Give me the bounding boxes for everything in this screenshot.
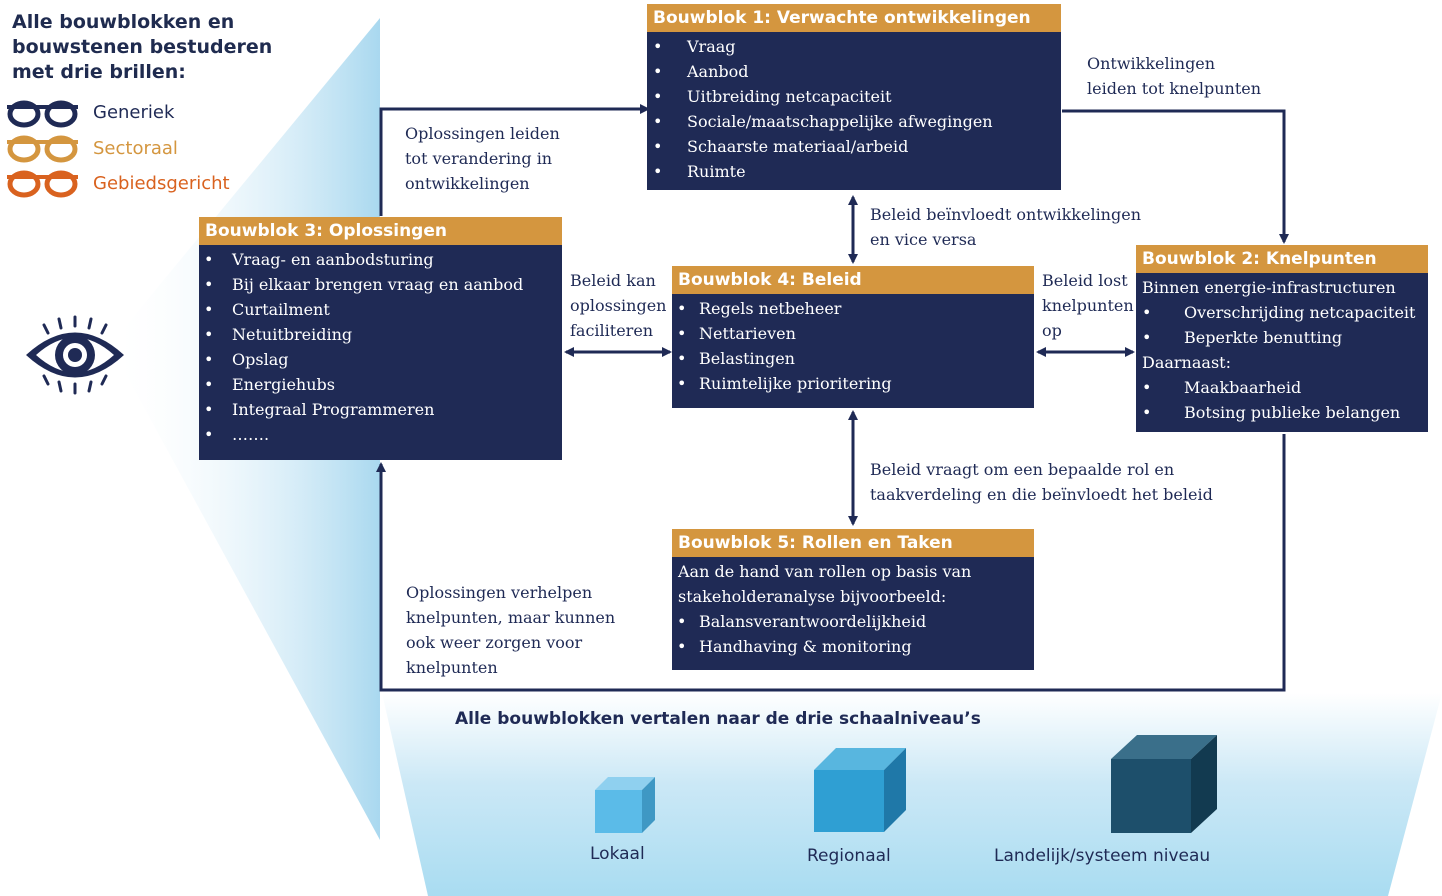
arrow-b1-to-b2 [1062,109,1289,244]
block-1-title: Bouwblok 1: Verwachte ontwikkelingen [647,4,1061,32]
legend-title: Alle bouwblokken en bouwstenen bestudere… [12,11,273,83]
edge-label-b4-b3: Beleid kan oplossingen faciliteren [570,271,667,340]
glasses-area-icon [7,170,78,198]
list-item: •Uitbreiding netcapaciteit [653,87,892,106]
eye-icon [26,315,124,395]
list-item: •Netuitbreiding [204,325,353,344]
list-item: •Opslag [204,350,289,369]
legend-label-generiek: Generiek [93,102,175,123]
cube-local-icon [595,777,655,833]
block-5-intro-line-1: Aan de hand van rollen op basis van [678,562,972,581]
scale-label-lokaal: Lokaal [590,844,645,864]
glasses-generic-icon [7,100,78,128]
list-item: •Belastingen [677,349,795,368]
block-5-list: •Balansverantwoordelijkheid •Handhaving … [672,609,1034,659]
list-item: •Vraag- en aanbodsturing [204,250,434,269]
scale-title: Alle bouwblokken vertalen naar de drie s… [455,709,981,729]
block-4-title: Bouwblok 4: Beleid [672,266,1034,294]
list-item: •Ruimte [653,162,746,181]
scale-label-regionaal: Regionaal [807,846,891,866]
list-item: •Regels netbeheer [677,299,842,318]
list-item: •Maakbaarheid [1142,378,1302,397]
edge-label-b4-b2: Beleid lost knelpunten op [1042,271,1134,340]
block-3: Bouwblok 3: Oplossingen •Vraag- en aanbo… [199,217,562,460]
edge-label-b4-b5: Beleid vraagt om een bepaalde rol en taa… [870,460,1213,504]
block-3-title: Bouwblok 3: Oplossingen [199,217,562,245]
edge-label-b1-b4: Beleid beïnvloedt ontwikkelingen en vice… [870,205,1141,249]
block-3-list: •Vraag- en aanbodsturing •Bij elkaar bre… [199,245,562,447]
list-item: •Curtailment [204,300,330,319]
block-2-list: •Overschrijding netcapaciteit •Beperkte … [1136,300,1428,350]
cube-regional-icon [814,748,906,832]
block-4: Bouwblok 4: Beleid •Regels netbeheer •Ne… [672,266,1034,408]
edge-label-b1-to-b2: Ontwikkelingen leiden tot knelpunten [1087,54,1262,98]
list-item: •Beperkte benutting [1142,328,1343,347]
block-2: Bouwblok 2: Knelpunten Binnen energie-in… [1136,245,1428,432]
edge-label-b2-to-b3: Oplossingen verhelpen knelpunten, maar k… [406,583,616,677]
list-item: •Ruimtelijke prioritering [677,374,892,393]
block-1-list: •Vraag •Aanbod •Uitbreiding netcapacitei… [647,32,1061,184]
scale-label-landelijk: Landelijk/systeem niveau [994,846,1211,866]
block-5: Bouwblok 5: Rollen en Taken Aan de hand … [672,529,1034,670]
list-item: •Vraag [653,37,736,56]
list-item: •Aanbod [653,62,749,81]
legend-label-gebiedsgericht: Gebiedsgericht [93,173,230,194]
list-item: •Energiehubs [204,375,335,394]
glasses-sectoral-icon [7,135,78,163]
cube-national-icon [1111,735,1217,833]
list-item: •Nettarieven [677,324,796,343]
block-2-title: Bouwblok 2: Knelpunten [1136,245,1428,273]
list-item: •Integraal Programmeren [204,400,435,419]
block-2-list-2: •Maakbaarheid •Botsing publieke belangen [1136,375,1428,425]
edge-label-b3-to-b1: Oplossingen leiden tot verandering in on… [405,124,560,193]
block-2-intro: Binnen energie-infrastructuren [1142,278,1396,297]
block-2-mid: Daarnaast: [1142,353,1231,372]
list-item: •Handhaving & monitoring [677,637,912,656]
list-item: •Schaarste materiaal/arbeid [653,137,909,156]
list-item: •Bij elkaar brengen vraag en aanbod [204,275,524,294]
list-item: •Sociale/maatschappelijke afwegingen [653,112,993,131]
block-1: Bouwblok 1: Verwachte ontwikkelingen •Vr… [647,4,1061,190]
block-5-intro-line-2: stakeholderanalyse bijvoorbeeld: [678,587,947,606]
list-item: •Botsing publieke belangen [1142,403,1401,422]
block-4-list: •Regels netbeheer •Nettarieven •Belastin… [672,294,1034,396]
list-item: •……. [204,425,270,444]
arrow-b3-to-b1 [379,104,650,216]
list-item: •Overschrijding netcapaciteit [1142,303,1416,322]
list-item: •Balansverantwoordelijkheid [677,612,927,631]
legend-label-sectoraal: Sectoraal [93,138,178,159]
block-5-title: Bouwblok 5: Rollen en Taken [672,529,1034,557]
arrow-b2-to-b3 [376,434,1286,692]
